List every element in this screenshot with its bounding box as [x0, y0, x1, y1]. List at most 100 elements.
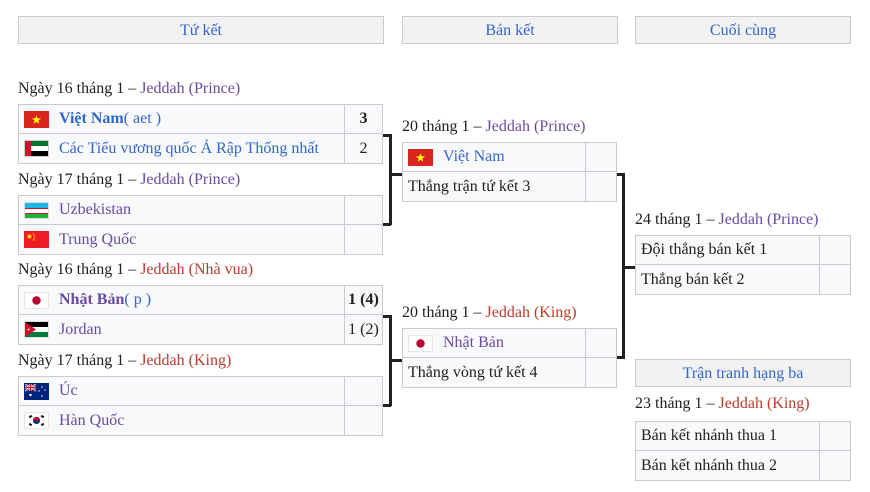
bracket-connector [383, 315, 391, 318]
team-name-link[interactable]: Nhật Bản [443, 334, 504, 351]
bracket-connector [383, 404, 391, 407]
match-caption: Ngày 17 tháng 1 – Jeddah (Prince) [18, 170, 240, 190]
score-cell [820, 421, 851, 451]
match-date: 20 tháng 1 – [402, 118, 486, 135]
score-cell [345, 195, 383, 225]
team-row: Thắng bán kết 2 [635, 265, 851, 295]
score-cell [345, 225, 383, 255]
team-cell: Thắng bán kết 2 [635, 265, 820, 295]
team-cell: Đội thắng bán kết 1 [635, 235, 820, 265]
score-cell [345, 376, 383, 406]
match-date: Ngày 17 tháng 1 – [18, 171, 141, 188]
team-row: Các Tiểu vương quốc Ả Rập Thống nhất 2 [18, 134, 383, 164]
jordan-flag-icon [24, 321, 49, 338]
score-cell [345, 406, 383, 436]
team-row: Jordan 1 (2) [18, 315, 383, 345]
team-row: Úc [18, 376, 383, 406]
team-row: Bán kết nhánh thua 1 [635, 421, 851, 451]
team-row: Uzbekistan [18, 195, 383, 225]
team-cell: Jordan [18, 315, 345, 345]
match-caption: 24 tháng 1 – Jeddah (Prince) [635, 210, 819, 230]
venue-link[interactable]: Jeddah (Prince) [140, 171, 241, 188]
match-caption: 20 tháng 1 – Jeddah (King) [402, 303, 577, 323]
venue-link[interactable]: Jeddah (King) [718, 395, 810, 412]
venue-link[interactable]: Jeddah (Nhà vua) [140, 261, 254, 278]
team-cell: Hàn Quốc [18, 406, 345, 436]
china-flag-icon [24, 231, 49, 248]
score-cell [820, 235, 851, 265]
penalties-note[interactable]: ( p ) [124, 291, 152, 308]
team-cell: Nhật Bản [402, 328, 586, 358]
score-cell [820, 265, 851, 295]
header-semifinals[interactable]: Bán kết [402, 16, 618, 44]
header-quarterfinals[interactable]: Tứ kết [18, 16, 384, 44]
bracket-connector [389, 359, 403, 362]
team-cell: Nhật Bản ( p ) [18, 285, 345, 315]
bracket-connector [389, 134, 392, 225]
team-cell: Bán kết nhánh thua 2 [635, 451, 820, 481]
venue-link[interactable]: Jeddah (Prince) [140, 80, 241, 97]
team-name-link[interactable]: Việt Nam [59, 110, 124, 127]
team-cell: Bán kết nhánh thua 1 [635, 421, 820, 451]
score-cell [820, 451, 851, 481]
team-row: Thắng trận tứ kết 3 [402, 172, 617, 202]
team-cell: Thắng trận tứ kết 3 [402, 172, 586, 202]
match-caption: 20 tháng 1 – Jeddah (Prince) [402, 117, 586, 137]
team-cell: Thắng vòng tứ kết 4 [402, 358, 586, 388]
score-cell: 2 [345, 134, 383, 164]
japan-flag-icon [408, 334, 433, 352]
south-korea-flag-icon [24, 412, 49, 429]
vietnam-flag-icon [24, 110, 49, 128]
team-name-link[interactable]: Uzbekistan [59, 201, 131, 218]
score-cell: 1 (4) [345, 285, 383, 315]
team-name-link[interactable]: Các Tiểu vương quốc Ả Rập Thống nhất [59, 139, 319, 157]
team-row: Hàn Quốc [18, 406, 383, 436]
team-name-link[interactable]: Nhật Bản [59, 291, 125, 308]
venue-link[interactable]: Jeddah (Prince) [485, 118, 586, 135]
australia-flag-icon [24, 382, 49, 400]
team-cell: Trung Quốc [18, 225, 345, 255]
match-caption: Ngày 16 tháng 1 – Jeddah (Prince) [18, 79, 240, 99]
team-name-link[interactable]: Trung Quốc [59, 230, 137, 248]
match-caption: Ngày 16 tháng 1 – Jeddah (Nhà vua) [18, 260, 253, 280]
score-cell [586, 172, 617, 202]
team-name-link[interactable]: Jordan [59, 320, 102, 338]
venue-link[interactable]: Jeddah (Prince) [718, 211, 819, 228]
header-third-place[interactable]: Trận tranh hạng ba [635, 359, 851, 387]
team-row: Nhật Bản [402, 328, 617, 358]
team-name-link[interactable]: Hàn Quốc [59, 411, 125, 429]
score-cell: 3 [345, 104, 383, 134]
header-final[interactable]: Cuối cùng [635, 16, 851, 44]
bracket-connector [617, 356, 625, 359]
team-cell: Việt Nam [402, 142, 586, 172]
team-row: Đội thắng bán kết 1 [635, 235, 851, 265]
team-name-link[interactable]: Úc [59, 382, 78, 399]
bracket-connector [383, 223, 391, 226]
score-cell: 1 (2) [345, 315, 383, 345]
venue-link[interactable]: Jeddah (King) [485, 304, 577, 321]
team-cell: Uzbekistan [18, 195, 345, 225]
match-date: 23 tháng 1 – [635, 395, 719, 412]
uzbekistan-flag-icon [24, 201, 49, 219]
team-row: Trung Quốc [18, 225, 383, 255]
match-date: Ngày 17 tháng 1 – [18, 352, 141, 369]
match-date: Ngày 16 tháng 1 – [18, 80, 141, 97]
bracket-connector [383, 134, 391, 137]
team-row: Nhật Bản ( p ) 1 (4) [18, 285, 383, 315]
team-name-link[interactable]: Việt Nam [443, 148, 505, 165]
team-row: Bán kết nhánh thua 2 [635, 451, 851, 481]
venue-link[interactable]: Jeddah (King) [140, 352, 232, 369]
score-cell [586, 328, 617, 358]
aet-note[interactable]: ( aet ) [123, 110, 162, 127]
match-caption: 23 tháng 1 – Jeddah (King) [635, 394, 810, 414]
match-caption: Ngày 17 tháng 1 – Jeddah (King) [18, 351, 231, 371]
uae-flag-icon [24, 140, 49, 157]
bracket-connector [389, 173, 403, 176]
team-cell: Việt Nam ( aet ) [18, 104, 345, 134]
score-cell [586, 358, 617, 388]
bracket-connector [617, 173, 625, 176]
score-cell [586, 142, 617, 172]
team-row: Thắng vòng tứ kết 4 [402, 358, 617, 388]
team-row: Việt Nam [402, 142, 617, 172]
match-date: 24 tháng 1 – [635, 211, 719, 228]
